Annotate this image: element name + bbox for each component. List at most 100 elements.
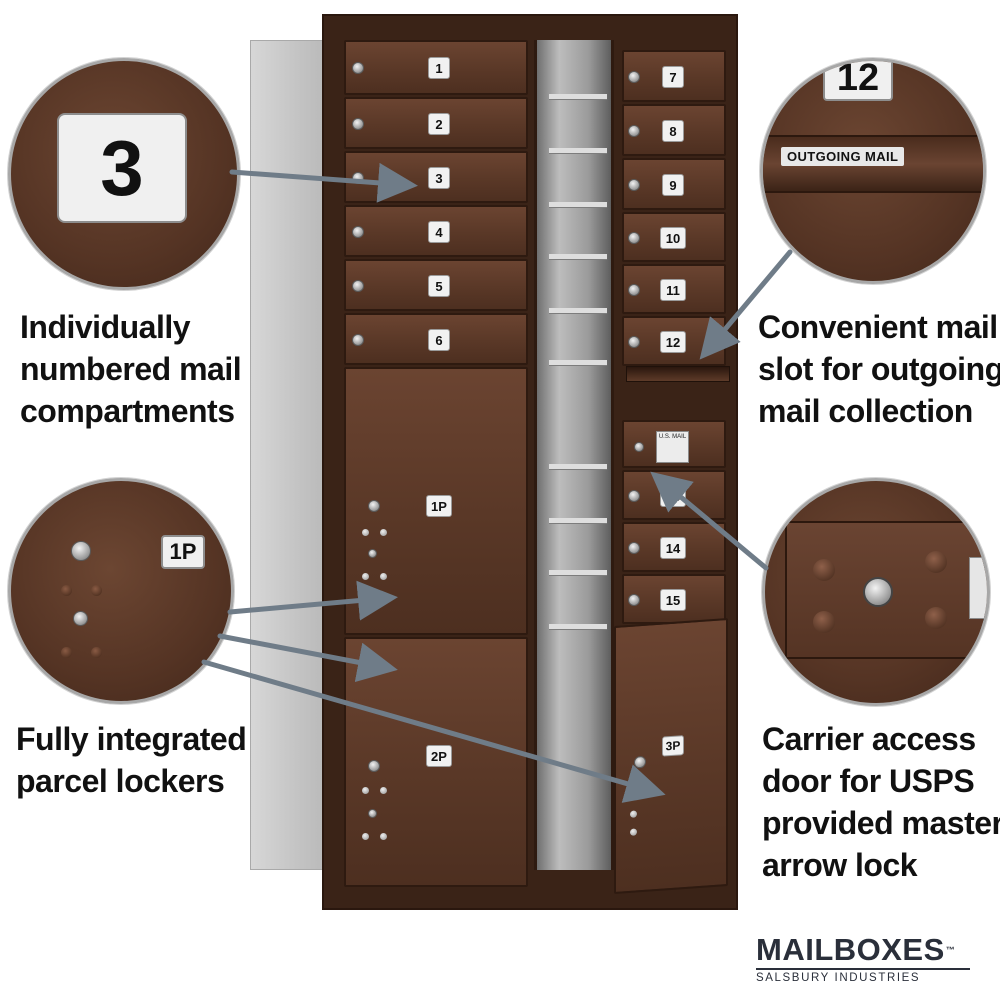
- lock-icon: [628, 179, 640, 191]
- compartment-number: 2: [428, 113, 450, 135]
- stud: [630, 810, 637, 818]
- mailbox-side-panel: [250, 40, 328, 870]
- interior-shelf: [549, 570, 607, 576]
- logo-name: MAILBOXES: [756, 932, 945, 967]
- brand-logo: MAILBOXES™ SALSBURY INDUSTRIES: [756, 934, 984, 984]
- stud: [925, 607, 947, 629]
- compartment-number: 10: [660, 227, 686, 249]
- caption-line: mail collection: [758, 393, 973, 429]
- stud: [630, 828, 637, 836]
- caption-line: Individually: [20, 309, 191, 345]
- interior-shelf: [549, 94, 607, 100]
- lock-icon: [368, 760, 380, 772]
- lock-icon: [634, 442, 644, 452]
- caption-parcel-lockers: Fully integrated parcel lockers: [16, 718, 247, 802]
- trademark-symbol: ™: [945, 945, 956, 955]
- stud: [362, 787, 369, 794]
- stud: [91, 585, 102, 596]
- stud: [362, 833, 369, 840]
- compartment-door-2: 2: [344, 97, 528, 149]
- compartment-door-6: 6: [344, 313, 528, 365]
- parcel-locker-number: 2P: [426, 745, 452, 767]
- callout-parcel-locker: 1P: [8, 478, 234, 704]
- caption-line: Fully integrated: [16, 721, 247, 757]
- arrow-lock-icon: [863, 577, 893, 607]
- stud: [61, 585, 72, 596]
- caption-line: numbered mail: [20, 351, 242, 387]
- lock-icon: [352, 62, 364, 74]
- compartment-number-closeup: 12: [823, 61, 893, 101]
- lock-icon: [628, 284, 640, 296]
- lock-icon: [71, 541, 91, 561]
- compartment-number: 12: [660, 331, 686, 353]
- caption-line: slot for outgoing: [758, 351, 1000, 387]
- stud: [813, 559, 835, 581]
- compartment-number: 1: [428, 57, 450, 79]
- interior-shelf: [549, 202, 607, 208]
- parcel-locker-number: 1P: [426, 495, 452, 517]
- compartment-number: 9: [662, 174, 684, 196]
- parcel-locker-3p: 3P: [614, 618, 728, 894]
- caption-line: provided master: [762, 805, 1000, 841]
- lock-icon: [352, 172, 364, 184]
- callout-carrier-lock: [762, 478, 990, 706]
- caption-outgoing-slot: Convenient mail slot for outgoing mail c…: [758, 306, 1000, 432]
- lock-icon: [628, 336, 640, 348]
- compartment-door-9: 9: [622, 158, 726, 210]
- usps-label: U.S. MAIL: [656, 431, 689, 463]
- callout-compartment-number: 3: [8, 58, 240, 290]
- outgoing-mail-label: OUTGOING MAIL: [781, 147, 905, 166]
- outgoing-mail-slot: [626, 366, 730, 382]
- lock-icon: [628, 71, 640, 83]
- lock-icon: [628, 594, 640, 606]
- compartment-number-closeup: 3: [57, 113, 187, 223]
- stud: [362, 573, 369, 580]
- lock-icon: [352, 280, 364, 292]
- compartment-number: 8: [662, 120, 684, 142]
- parcel-locker-2p: 2P: [344, 637, 528, 887]
- stud: [380, 573, 387, 580]
- compartment-number: 13: [660, 485, 686, 507]
- open-interior-column: [534, 40, 614, 870]
- callout-outgoing-mail: 12 OUTGOING MAIL: [760, 58, 986, 284]
- compartment-door-12: 12: [622, 316, 726, 366]
- compartment-door-3: 3: [344, 151, 528, 203]
- caption-line: arrow lock: [762, 847, 918, 883]
- stud: [813, 611, 835, 633]
- compartment-door-7: 7: [622, 50, 726, 102]
- stud: [380, 529, 387, 536]
- stud: [362, 529, 369, 536]
- compartment-door-1: 1: [344, 40, 528, 95]
- compartment-door-5: 5: [344, 259, 528, 311]
- compartment-number: 14: [660, 537, 686, 559]
- caption-line: compartments: [20, 393, 235, 429]
- stud: [91, 647, 102, 658]
- lock-icon: [628, 125, 640, 137]
- usps-label-closeup: [969, 557, 987, 619]
- compartment-number: 15: [660, 589, 686, 611]
- caption-carrier-door: Carrier access door for USPS provided ma…: [762, 718, 1000, 886]
- parcel-locker-number: 3P: [662, 735, 684, 757]
- interior-shelf: [549, 624, 607, 630]
- lock-icon: [352, 226, 364, 238]
- lock-icon: [634, 755, 646, 769]
- compartment-door-8: 8: [622, 104, 726, 156]
- lock-icon: [628, 232, 640, 244]
- logo-rule: [756, 968, 970, 970]
- stud: [380, 787, 387, 794]
- interior-shelf: [549, 518, 607, 524]
- caption-line: parcel lockers: [16, 763, 225, 799]
- compartment-number: 3: [428, 167, 450, 189]
- interior-shelf: [549, 360, 607, 366]
- compartment-door-10: 10: [622, 212, 726, 262]
- compartment-number: 5: [428, 275, 450, 297]
- stud: [61, 647, 72, 658]
- compartment-door-14: 14: [622, 522, 726, 572]
- stud: [380, 833, 387, 840]
- interior-shelf: [549, 308, 607, 314]
- lock-icon: [628, 542, 640, 554]
- caption-line: Carrier access: [762, 721, 976, 757]
- lock-icon: [352, 334, 364, 346]
- lock-icon: [352, 118, 364, 130]
